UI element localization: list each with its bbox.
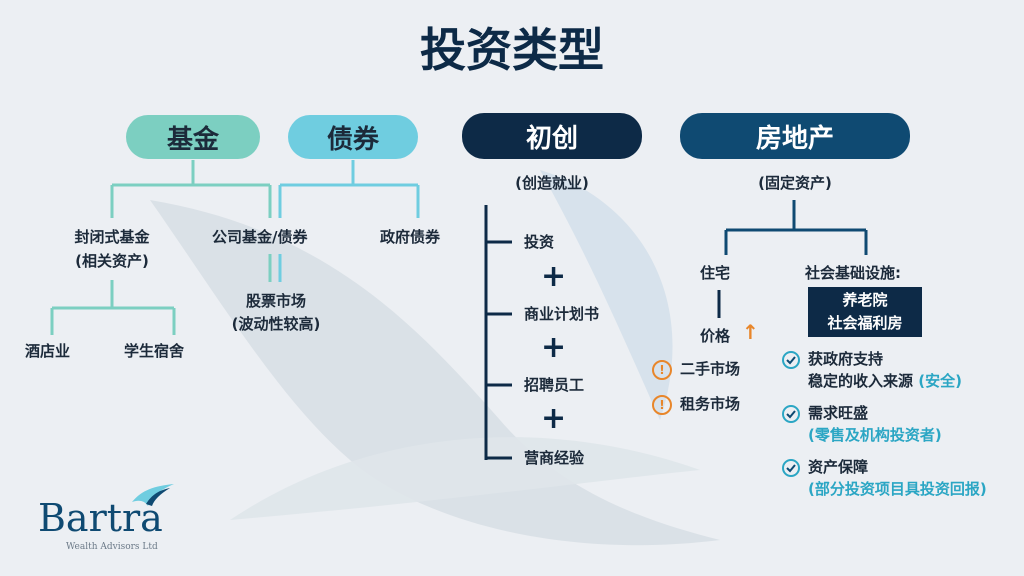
page-title: 投资类型 [420,23,604,77]
company-logo-text: Bartra [38,496,163,540]
stock-market-sub: (波动性较高) [231,315,321,333]
benefit-desc: 稳定的收入来源 [808,372,914,390]
plus-icon: + [541,401,567,436]
warning-icon: ! [652,395,672,415]
closed-fund-sub: (相关资产) [75,252,149,270]
check-icon [782,405,800,423]
plus-icon: + [541,259,567,294]
government-bond-label: 政府债券 [380,228,441,246]
infra-label: 社会基础设施: [805,264,901,282]
startup-item: 营商经验 [524,449,585,467]
startup-item: 商业计划书 [524,305,600,323]
warning-icon: ! [652,360,672,380]
node-realestate: 房地产 [680,113,910,159]
bird-logo-icon [132,484,174,506]
dorm-label: 学生宿舍 [124,342,185,360]
stock-market-label: 股票市场 [245,292,306,310]
residential-label: 住宅 [700,264,731,282]
company-bond-label: 公司基金/债券 [212,228,308,246]
risk-item: 租务市场 [680,395,741,413]
check-icon [782,351,800,369]
infra-box [808,287,922,337]
benefit-line2: 稳定的收入来源 (安全) [808,370,962,392]
benefit-note: (零售及机构投资者) [808,426,942,444]
closed-fund-label: 封闭式基金 [74,228,150,246]
realestate-subtitle: (固定资产) [758,174,832,192]
startup-item: 招聘员工 [524,376,585,394]
startup-subtitle: (创造就业) [515,174,589,192]
infra-item: 社会福利房 [827,314,903,332]
company-tagline: Wealth Advisors Ltd [66,542,158,552]
benefit-main: 资产保障 [808,458,869,476]
node-bond: 债券 [288,115,418,159]
arrow-up-icon: ↑ [742,320,759,344]
node-fund: 基金 [126,115,260,159]
benefit-note: (安全) [918,372,962,390]
risk-item: 二手市场 [680,360,741,378]
plus-icon: + [541,330,567,365]
benefit-main: 获政府支持 [808,350,884,368]
infra-item: 养老院 [842,291,888,309]
check-icon [782,459,800,477]
price-label: 价格 [700,327,731,345]
benefit-note: (部分投资项目具投资回报) [808,480,987,498]
startup-item: 投资 [524,233,555,251]
hotel-label: 酒店业 [25,342,71,360]
benefit-main: 需求旺盛 [808,404,869,422]
node-startup: 初创 [462,113,642,159]
